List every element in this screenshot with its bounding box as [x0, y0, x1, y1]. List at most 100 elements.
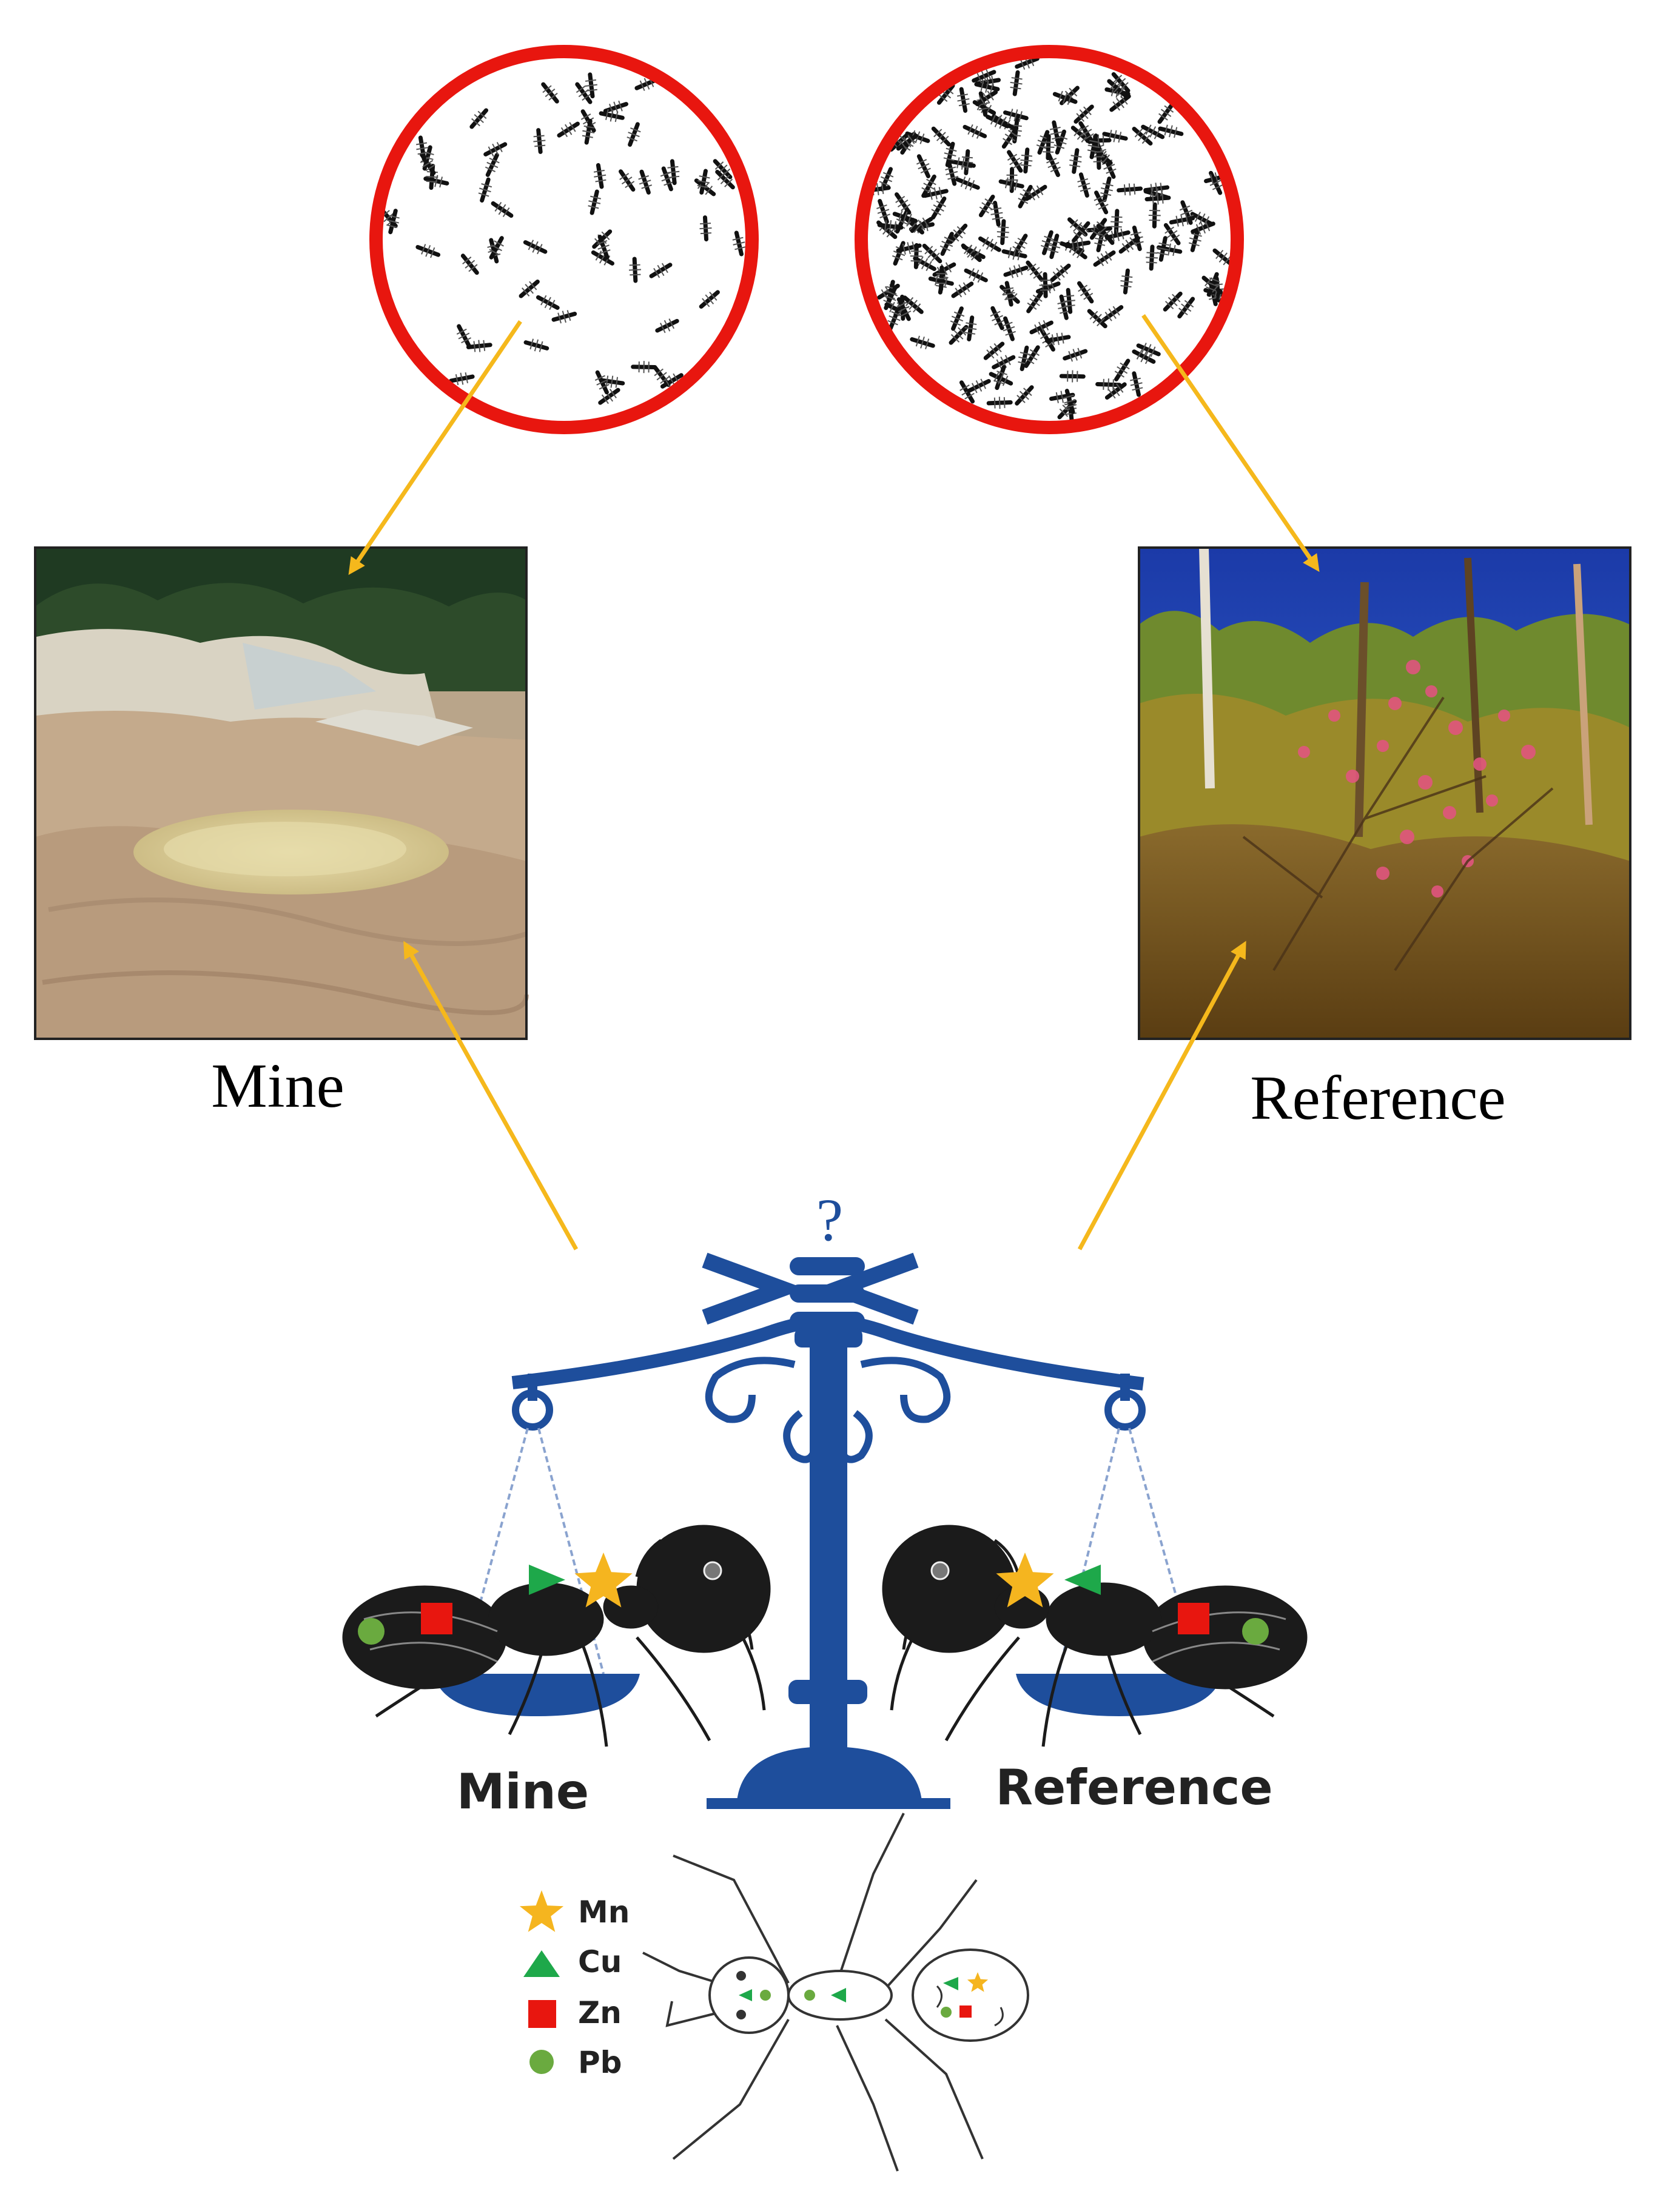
mine-ant-8	[628, 257, 642, 283]
reference-ant-178	[922, 187, 949, 200]
reference-ant-107	[1157, 102, 1175, 124]
reference-ant-157	[939, 232, 955, 256]
reference-ant-172	[1177, 297, 1195, 319]
mine-ant-36	[485, 153, 500, 177]
reference-ant-74	[1018, 184, 1033, 209]
element-legend: Mn Cu Zn Pb	[519, 1890, 630, 2080]
reference-ant-143	[896, 133, 919, 151]
mine-ant-swarm	[379, 72, 746, 405]
reference-ant-4	[1059, 370, 1086, 383]
reference-ant-52	[1052, 90, 1078, 106]
mine-ant-39	[456, 324, 472, 348]
reference-ant-140	[1132, 127, 1153, 146]
reference-ant-7	[956, 87, 970, 113]
legend-zn-label: Zn	[578, 1995, 622, 2030]
reference-ant-94	[986, 114, 1010, 129]
ant-diagram-element-markers	[739, 1972, 989, 2018]
reference-ant-44	[990, 306, 1005, 331]
reference-ant-46	[990, 201, 1003, 227]
legend-pb-label: Pb	[578, 2045, 622, 2080]
reference-ant-180	[978, 194, 995, 218]
reference-ant-142	[1212, 248, 1234, 267]
reference-ant-108	[921, 174, 936, 198]
reference-ant-75	[951, 281, 974, 298]
mine-ant-0	[649, 263, 673, 278]
mine-ant-30	[491, 201, 514, 218]
reference-ant-50	[1132, 349, 1156, 364]
reference-ant-64	[1158, 124, 1184, 138]
reference-ant-9	[1050, 263, 1071, 283]
reference-ant-14	[950, 306, 965, 331]
reference-ant-138	[950, 157, 976, 170]
mine-ant-48	[697, 169, 710, 195]
mine-ant-41	[631, 361, 657, 374]
mine-ant-4	[469, 108, 489, 129]
reference-ant-158	[964, 315, 977, 341]
reference-ant-109	[1040, 230, 1055, 255]
mine-ant-mn-marker	[574, 1552, 633, 1608]
mine-photo-label: Mine	[211, 1051, 344, 1121]
mine-red-ring	[369, 45, 759, 434]
reference-ant-179	[1087, 133, 1101, 159]
reference-ant-154	[983, 341, 1005, 360]
reference-ant-83	[1020, 147, 1033, 174]
mine-ant-density-panel	[369, 45, 759, 434]
reference-ant-137	[949, 324, 969, 345]
mine-ant-cu-marker	[529, 1565, 565, 1595]
reference-ant-34	[992, 355, 1016, 370]
mine-ant-23	[523, 338, 549, 352]
reference-ant-38	[1104, 382, 1127, 400]
reference-ant-86	[1157, 236, 1170, 262]
reference-ant-thorax	[1046, 1582, 1162, 1656]
reference-ant-168	[1206, 272, 1220, 297]
mine-ant-34	[699, 290, 720, 309]
reference-ant-114	[1148, 202, 1161, 229]
balance-pillar	[810, 1316, 847, 1753]
reference-ant-39	[955, 176, 980, 191]
reference-ant-65	[1190, 212, 1214, 227]
greater-than-symbol	[702, 1252, 805, 1325]
reference-ant-51	[945, 160, 959, 186]
reference-ant-63	[1101, 305, 1124, 323]
reference-ant-121	[1047, 233, 1061, 260]
legend-cu-triangle-icon	[523, 1950, 560, 1977]
mine-pan-label: Mine	[457, 1764, 589, 1820]
reference-ant-17	[1114, 358, 1131, 381]
mine-pan-ant	[342, 1525, 771, 1747]
reference-ant-25	[1208, 170, 1223, 195]
mine-ant-head	[636, 1525, 771, 1653]
mine-ant-32	[386, 209, 400, 235]
reference-ant-163	[910, 243, 922, 269]
legend-mn-star-icon	[519, 1890, 564, 1932]
reference-ant-76	[964, 268, 988, 283]
reference-ant-189	[975, 90, 998, 106]
reference-ant-186	[1072, 221, 1090, 243]
reference-ant-164	[1069, 148, 1082, 174]
reference-ant-177	[1024, 184, 1047, 201]
mine-ant-thorax	[488, 1582, 604, 1656]
mine-ant-54	[599, 109, 625, 123]
reference-ant-183	[896, 297, 912, 321]
reference-ant-68	[1002, 316, 1016, 341]
mine-ant-52	[667, 159, 680, 186]
mine-ant-33	[638, 169, 653, 195]
reference-ant-139	[1191, 220, 1215, 235]
mine-ant-40	[551, 310, 577, 324]
mine-ant-29	[619, 169, 636, 192]
reference-ant-173	[1144, 192, 1171, 205]
reference-ant-92	[1163, 291, 1183, 312]
reference-ant-12	[1049, 120, 1063, 146]
reference-ant-167	[1063, 389, 1077, 414]
reference-ant-swarm	[864, 55, 1234, 422]
mine-ant-15	[541, 82, 559, 104]
reference-ant-170	[1117, 183, 1143, 196]
reference-ant-99	[978, 236, 1001, 252]
legend-mn-label: Mn	[578, 1895, 630, 1930]
mine-ant-19	[588, 189, 602, 215]
reference-ant-100	[1163, 223, 1181, 246]
balance-to-mine-photo-arrow	[403, 941, 579, 1250]
reference-ant-127	[1077, 172, 1091, 198]
reference-ant-67	[892, 241, 907, 266]
legend-zn-square-icon	[528, 2000, 556, 2028]
reference-ant-131	[963, 124, 987, 139]
